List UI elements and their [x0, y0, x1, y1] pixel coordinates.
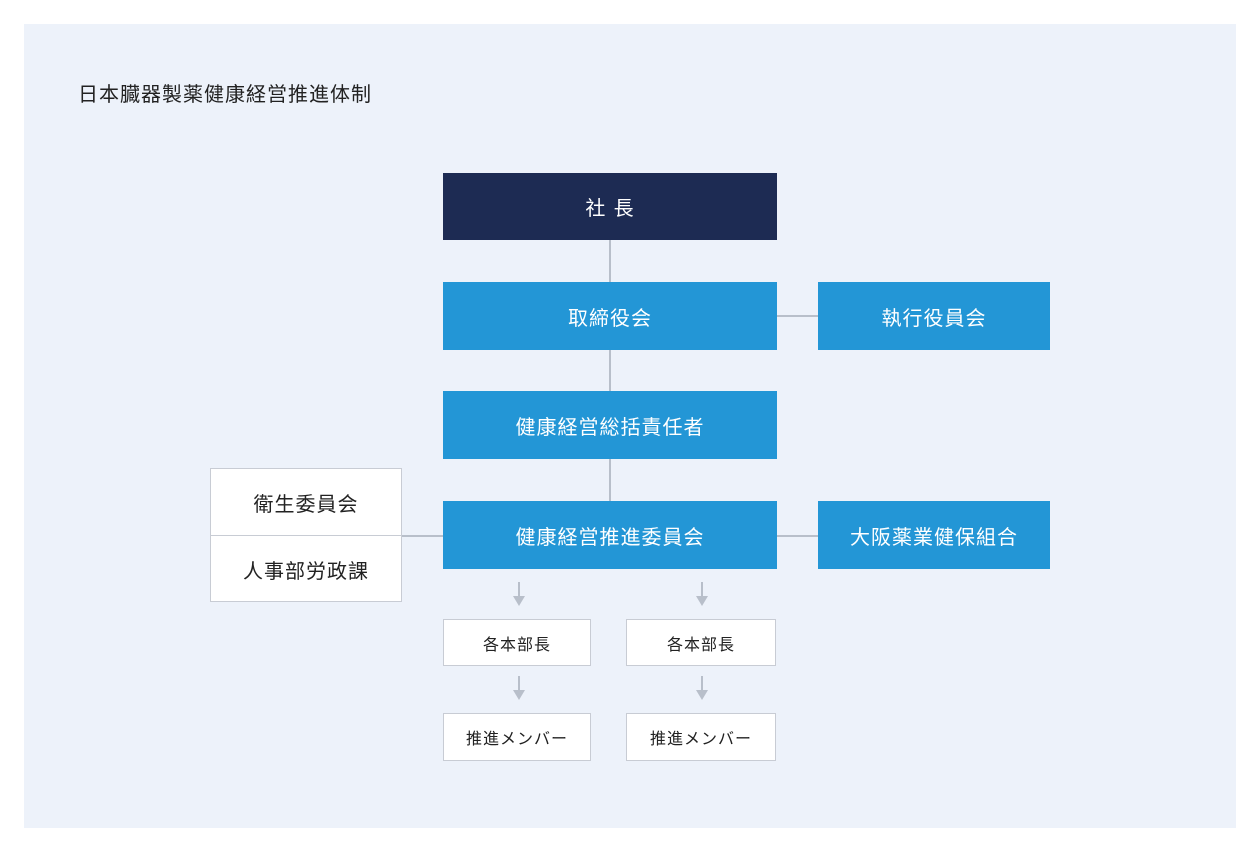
node-union: 大阪薬業健保組合	[818, 501, 1050, 569]
side-stack-divider	[211, 535, 401, 536]
node-officer: 健康経営総括責任者	[443, 391, 777, 459]
connector-board-executive	[777, 315, 818, 317]
node-hr: 人事部労政課	[243, 558, 369, 583]
node-head-left: 各本部長	[443, 619, 591, 666]
node-committee: 健康経営推進委員会	[443, 501, 777, 569]
node-member-left: 推進メンバー	[443, 713, 591, 761]
connector-side-committee	[402, 535, 443, 537]
arrow-down-icon	[513, 582, 525, 606]
node-president: 社 長	[443, 173, 777, 240]
arrow-down-icon	[696, 676, 708, 700]
node-board: 取締役会	[443, 282, 777, 350]
arrow-down-icon	[696, 582, 708, 606]
node-head-right: 各本部長	[626, 619, 776, 666]
arrow-down-icon	[513, 676, 525, 700]
node-executive: 執行役員会	[818, 282, 1050, 350]
node-member-right: 推進メンバー	[626, 713, 776, 761]
connector-committee-union	[777, 535, 818, 537]
connector-officer-committee	[609, 459, 611, 501]
connector-president-board	[609, 240, 611, 282]
diagram-title: 日本臓器製薬健康経営推進体制	[78, 82, 372, 106]
node-hygiene: 衛生委員会	[253, 491, 359, 516]
connector-board-officer	[609, 350, 611, 391]
node-side-stack: 衛生委員会 人事部労政課	[210, 468, 402, 602]
